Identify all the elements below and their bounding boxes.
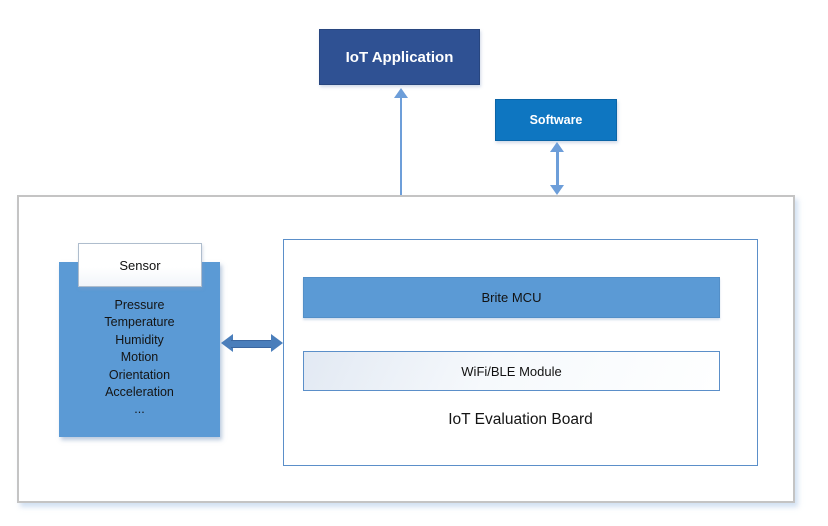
software-label: Software (529, 113, 583, 127)
sensor-list-item: Temperature (104, 315, 175, 330)
sensor-list-item: Humidity (115, 332, 164, 347)
application-arrow-up-icon (394, 88, 408, 98)
iot-application-label: IoT Application (345, 48, 454, 66)
sensor-title-box: Sensor (78, 243, 202, 287)
iot-application-box: IoT Application (319, 29, 480, 85)
sensor-title: Sensor (119, 257, 161, 273)
evaluation-board-label: IoT Evaluation Board (448, 411, 593, 428)
sensor-list-item: Orientation (108, 367, 171, 382)
sensor-list-item: Motion (120, 350, 159, 365)
arrow-right-icon (271, 334, 283, 352)
wifi-ble-module-box: WiFi/BLE Module (303, 351, 720, 391)
software-box: Software (495, 99, 617, 141)
wifi-ble-module-label: WiFi/BLE Module (461, 363, 562, 379)
sensor-list-item: Pressure (114, 298, 165, 312)
application-arrow-line (400, 97, 402, 195)
sensor-list-item: Acceleration (105, 385, 174, 400)
software-arrow-line (556, 151, 559, 187)
software-arrow-up-icon (550, 142, 564, 152)
software-arrow-down-icon (550, 185, 564, 195)
brite-mcu-box: Brite MCU (303, 277, 720, 318)
arrow-bar (231, 340, 273, 348)
sensor-board-arrow (221, 334, 283, 352)
arrow-left-icon (221, 334, 233, 352)
sensor-block (59, 262, 220, 437)
brite-mcu-label: Brite MCU (481, 290, 542, 305)
sensor-list-item: ... (134, 402, 145, 417)
